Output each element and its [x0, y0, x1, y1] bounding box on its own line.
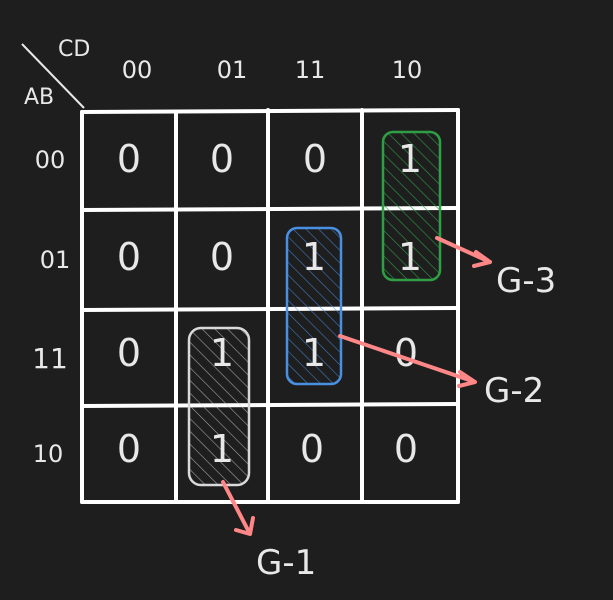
arrow-g2 — [338, 334, 477, 388]
cell-r0-c1: 0 — [210, 137, 234, 181]
column-label-00: 00 — [122, 56, 153, 84]
group-g1-label: G-1 — [256, 543, 316, 583]
column-label-10: 10 — [392, 56, 423, 84]
cell-r2-c1: 1 — [210, 331, 234, 375]
corner-diagonal — [21, 43, 85, 109]
group-g3-label: G-3 — [496, 261, 556, 301]
cell-r1-c0: 0 — [117, 235, 141, 279]
row-variables-label: AB — [24, 85, 54, 110]
group-g1-box — [187, 326, 251, 487]
column-label-11: 11 — [295, 56, 326, 84]
row-label-00: 00 — [35, 146, 66, 174]
row-label-01: 01 — [40, 246, 71, 274]
cell-r0-c0: 0 — [117, 137, 141, 181]
arrow-g1 — [221, 480, 255, 536]
group-g2-box — [285, 226, 343, 386]
cell-r2-c3: 0 — [394, 331, 418, 375]
cell-r3-c3: 0 — [394, 427, 418, 471]
cell-r3-c0: 0 — [117, 427, 141, 471]
arrow-g3 — [435, 236, 492, 268]
cell-r2-c0: 0 — [117, 331, 141, 375]
cell-values: 0 0 0 1 0 0 1 1 0 1 1 0 0 1 0 0 — [117, 137, 422, 471]
cell-r2-c2: 1 — [302, 331, 326, 375]
cell-r3-c2: 0 — [300, 427, 324, 471]
row-label-11: 11 — [32, 342, 68, 375]
cell-r0-c3: 1 — [398, 137, 422, 181]
column-variables-label: CD — [58, 37, 90, 62]
group-arrows — [221, 236, 492, 536]
cell-r1-c2: 1 — [302, 235, 326, 279]
group-g3-box — [381, 130, 442, 282]
row-label-10: 10 — [33, 440, 64, 468]
kmap-grid — [80, 108, 460, 504]
cell-r3-c1: 1 — [210, 427, 234, 471]
column-label-01: 01 — [217, 56, 248, 84]
cell-r1-c1: 0 — [210, 235, 234, 279]
group-g2-label: G-2 — [484, 371, 544, 411]
cell-r1-c3: 1 — [398, 235, 422, 279]
cell-r0-c2: 0 — [303, 137, 327, 181]
